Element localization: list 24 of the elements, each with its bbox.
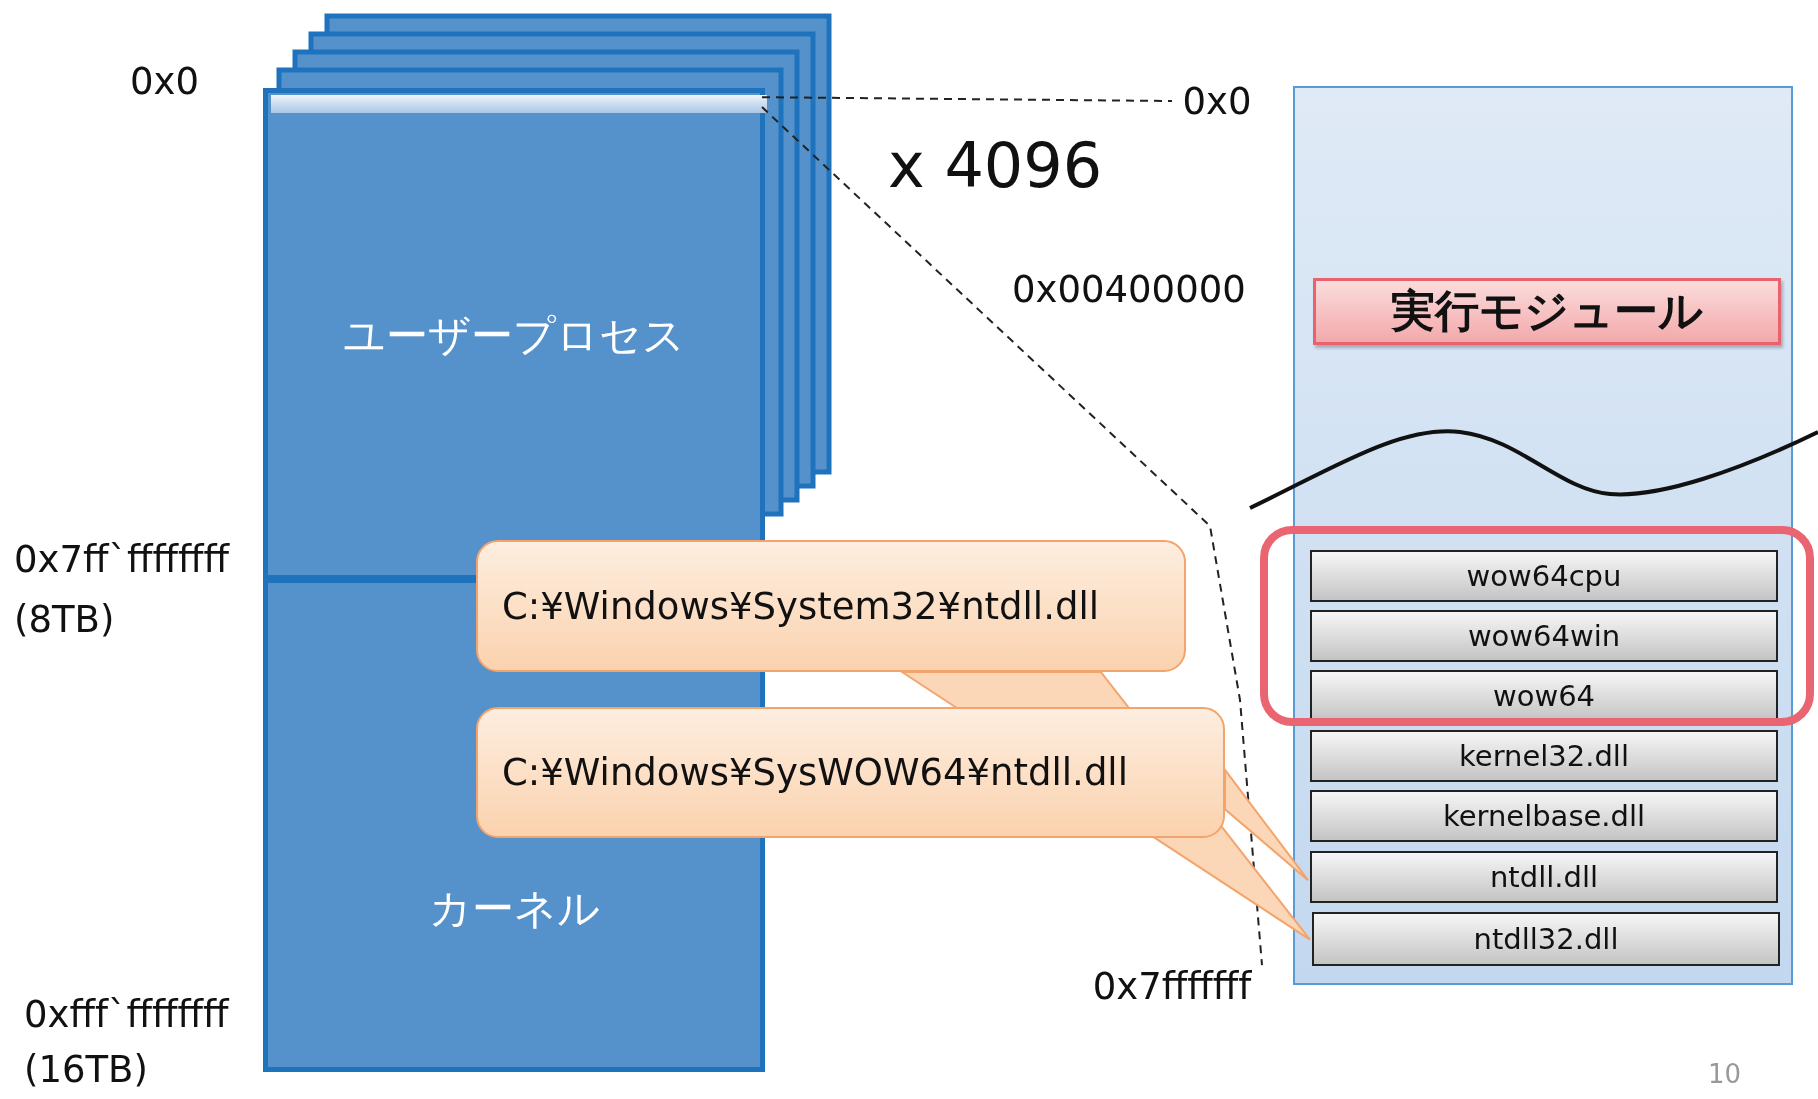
dll-module-box: wow64win [1310, 610, 1778, 662]
page-number: 10 [1708, 1060, 1742, 1089]
dll-module-box: ntdll32.dll [1312, 912, 1780, 966]
size-label: (16TB) [24, 1050, 148, 1091]
address-label: 0x00400000 [1012, 270, 1246, 311]
address-label: 0x7fffffff [1082, 960, 1262, 1012]
callout-tooltip: C:¥Windows¥System32¥ntdll.dll [476, 540, 1186, 672]
projection-line [761, 96, 1173, 102]
dll-module-box: kernelbase.dll [1310, 790, 1778, 842]
dll-module-box: wow64cpu [1310, 550, 1778, 602]
callout-pointer [1224, 766, 1309, 882]
address-label: 0x0 [1172, 76, 1262, 126]
dll-module-box: kernel32.dll [1310, 730, 1778, 782]
address-label: 0x7ff`ffffffff [14, 540, 229, 581]
callout-tooltip: C:¥Windows¥SysWOW64¥ntdll.dll [476, 707, 1225, 838]
dll-module-box: ntdll.dll [1310, 851, 1778, 903]
size-label: (8TB) [14, 600, 115, 641]
address-label: 0xfff`ffffffff [24, 995, 229, 1036]
memory-map-panel [1293, 86, 1793, 985]
projection-line [761, 106, 1263, 967]
multiplier-label: x 4096 [888, 132, 1103, 201]
address-label: 0x0 [130, 62, 199, 103]
address-slice-bar [271, 95, 767, 113]
module-box: 実行モジュール [1313, 278, 1781, 345]
